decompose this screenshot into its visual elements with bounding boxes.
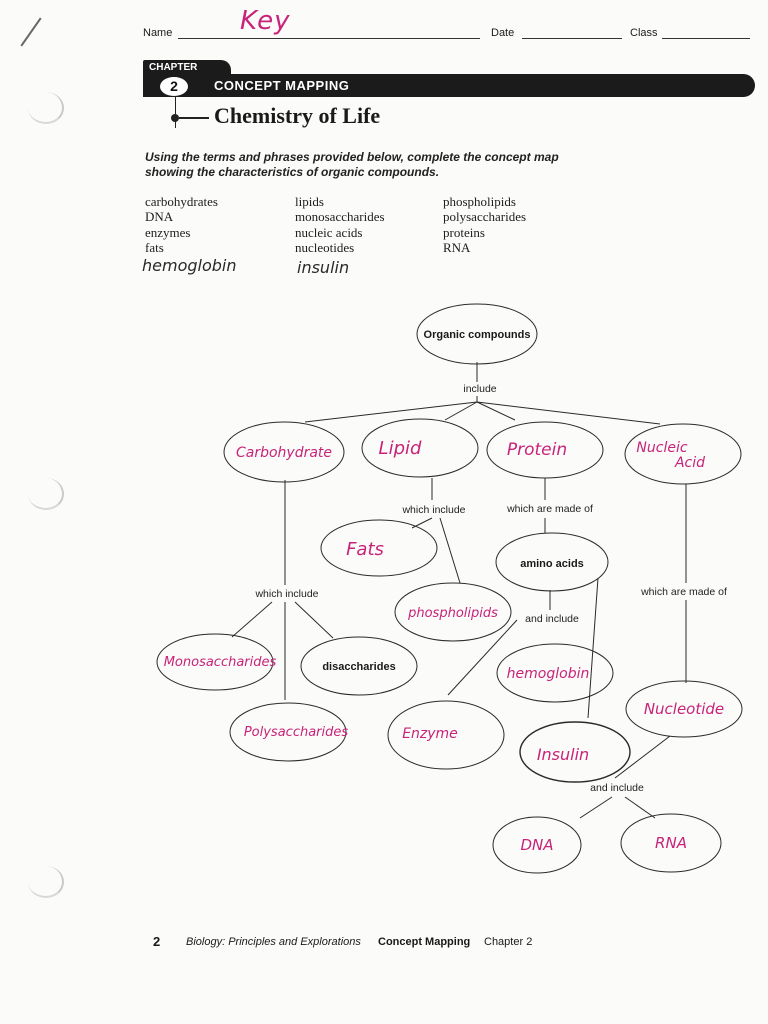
- term: DNA: [145, 209, 174, 224]
- node-hemoglobin: [496, 643, 614, 703]
- node-hemoglobin-label: hemoglobin: [507, 666, 590, 682]
- node-nucleotide-label: Nucleotide: [644, 700, 724, 718]
- node-rna-label: RNA: [655, 834, 687, 852]
- node-monosaccharides: [156, 633, 274, 691]
- link-which-are-made-of-protein: which are made of: [506, 503, 593, 515]
- node-insulin-label: Insulin: [537, 745, 589, 764]
- node-phospholipids-label: phospholipids: [407, 606, 498, 621]
- link-which-include-lipid: which include: [401, 504, 465, 516]
- instructions: Using the terms and phrases provided bel…: [145, 150, 559, 179]
- binder-hole-middle: [28, 478, 64, 510]
- link-which-include-carbohydrate: which include: [254, 588, 318, 600]
- footer-chapter: Chapter 2: [484, 936, 533, 948]
- footer-page-number: 2: [153, 934, 161, 949]
- map-connectors: [231, 362, 687, 819]
- term: monosaccharides: [295, 209, 385, 224]
- node-nucleic-acid: [624, 423, 742, 485]
- term: nucleotides: [295, 240, 355, 255]
- node-dna-label: DNA: [520, 836, 553, 854]
- footer-book-title: Biology: Principles and Explorations: [186, 936, 361, 948]
- node-monosaccharides-label: Monosaccharides: [164, 655, 277, 670]
- chapter-number: 2: [160, 77, 188, 96]
- node-rna: [620, 813, 722, 873]
- node-polysaccharides-label: Polysaccharides: [244, 725, 349, 740]
- node-phospholipids: [394, 582, 512, 642]
- date-line: [522, 38, 622, 39]
- class-line: [662, 38, 750, 39]
- date-label: Date: [491, 27, 515, 39]
- node-enzyme: [387, 700, 505, 770]
- title-stem: [175, 96, 176, 128]
- link-which-are-made-of-nucleic: which are made of: [640, 586, 727, 598]
- node-protein: [486, 421, 604, 479]
- node-lipid: [361, 418, 479, 478]
- term: carbohydrates: [145, 194, 218, 209]
- node-dna: [492, 816, 582, 874]
- node-fats-label: Fats: [346, 539, 384, 560]
- node-amino-acids-label: amino acids: [520, 558, 584, 570]
- link-include: include: [463, 383, 496, 395]
- footer-section: Concept Mapping: [378, 936, 471, 948]
- node-carbohydrate-label: Carbohydrate: [236, 445, 332, 461]
- link-and-include-nucleotide: and include: [590, 782, 644, 794]
- term: fats: [145, 240, 164, 255]
- node-enzyme-label: Enzyme: [402, 726, 458, 742]
- title-dash: [179, 117, 209, 119]
- class-label: Class: [630, 27, 658, 39]
- page-title: Chemistry of Life: [214, 103, 381, 128]
- term: RNA: [443, 240, 471, 255]
- term: lipids: [295, 194, 324, 209]
- node-nucleotide: [625, 680, 743, 738]
- name-handwritten-value: Key: [240, 6, 291, 36]
- node-insulin: [519, 721, 631, 783]
- node-polysaccharides: [229, 702, 347, 762]
- term: nucleic acids: [295, 225, 363, 240]
- section-title: CONCEPT MAPPING: [214, 78, 350, 93]
- chapter-tab: CHAPTER: [143, 60, 231, 76]
- binder-hole-bottom: [28, 866, 64, 898]
- term: phospholipids: [443, 194, 516, 209]
- node-disaccharides: [300, 636, 418, 696]
- node-nucleic-acid-label-1: Nucleic: [636, 440, 687, 456]
- term: proteins: [443, 225, 485, 240]
- link-and-include-protein: and include: [525, 613, 579, 625]
- node-carbohydrate: [223, 421, 345, 483]
- node-lipid-label: Lipid: [379, 438, 422, 459]
- title-bullet: [171, 114, 179, 122]
- name-line: [178, 38, 480, 39]
- node-organic-compounds-label: Organic compounds: [424, 329, 531, 341]
- node-nucleic-acid-label-2: Acid: [674, 455, 705, 471]
- node-protein-label: Protein: [507, 440, 567, 460]
- handwritten-term-insulin: insulin: [297, 258, 350, 277]
- binder-hole-top: [28, 92, 64, 124]
- name-label: Name: [143, 27, 173, 39]
- term: enzymes: [145, 225, 191, 240]
- node-organic-compounds: [416, 303, 538, 365]
- node-fats: [320, 519, 438, 577]
- node-amino-acids: [495, 532, 609, 592]
- term: polysaccharides: [443, 209, 527, 224]
- handwritten-term-hemoglobin: hemoglobin: [142, 256, 237, 275]
- section-band: [143, 74, 755, 97]
- node-disaccharides-label: disaccharides: [322, 661, 395, 673]
